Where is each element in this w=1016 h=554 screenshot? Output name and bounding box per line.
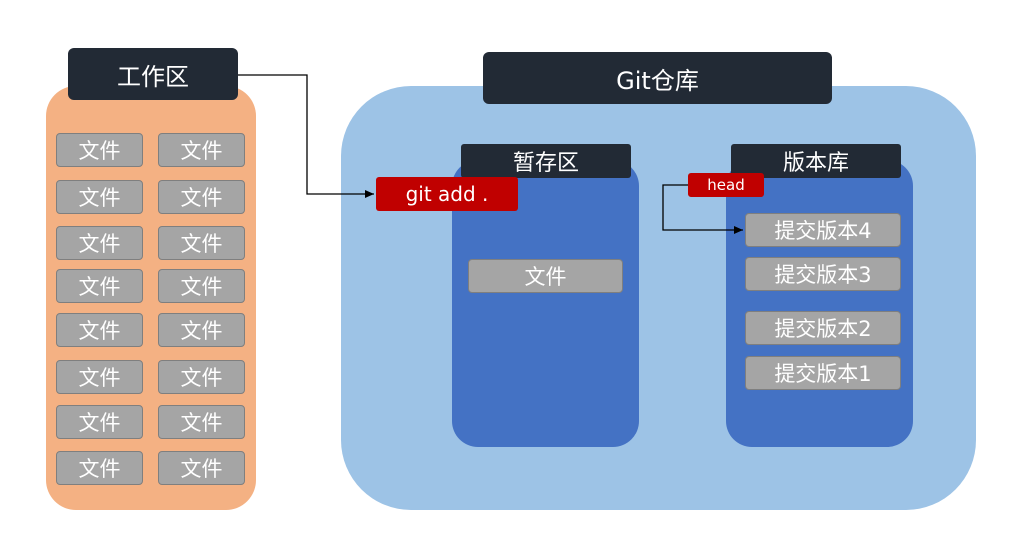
commit-version-2: 提交版本2 <box>745 311 901 345</box>
work-file-11: 文件 <box>56 360 143 394</box>
staged-file: 文件 <box>468 259 623 293</box>
work-file-12: 文件 <box>158 360 245 394</box>
commit-version-4: 提交版本4 <box>745 213 901 247</box>
work-file-13: 文件 <box>56 405 143 439</box>
work-file-3: 文件 <box>56 180 143 214</box>
git-add-command-label: git add . <box>376 177 518 211</box>
work-file-14: 文件 <box>158 405 245 439</box>
work-file-2: 文件 <box>158 133 245 167</box>
work-area-title: 工作区 <box>68 48 238 100</box>
head-pointer-label: head <box>688 173 764 197</box>
work-file-15: 文件 <box>56 451 143 485</box>
commit-version-1: 提交版本1 <box>745 356 901 390</box>
work-file-4: 文件 <box>158 180 245 214</box>
work-file-5: 文件 <box>56 226 143 260</box>
work-file-6: 文件 <box>158 226 245 260</box>
git-repository-title: Git仓库 <box>483 52 832 104</box>
version-store-title: 版本库 <box>731 144 901 178</box>
work-file-7: 文件 <box>56 269 143 303</box>
work-file-9: 文件 <box>56 313 143 347</box>
staging-area-title: 暂存区 <box>461 144 631 178</box>
commit-version-3: 提交版本3 <box>745 257 901 291</box>
work-file-16: 文件 <box>158 451 245 485</box>
work-file-8: 文件 <box>158 269 245 303</box>
work-file-1: 文件 <box>56 133 143 167</box>
version-store-panel <box>726 160 913 447</box>
work-file-10: 文件 <box>158 313 245 347</box>
